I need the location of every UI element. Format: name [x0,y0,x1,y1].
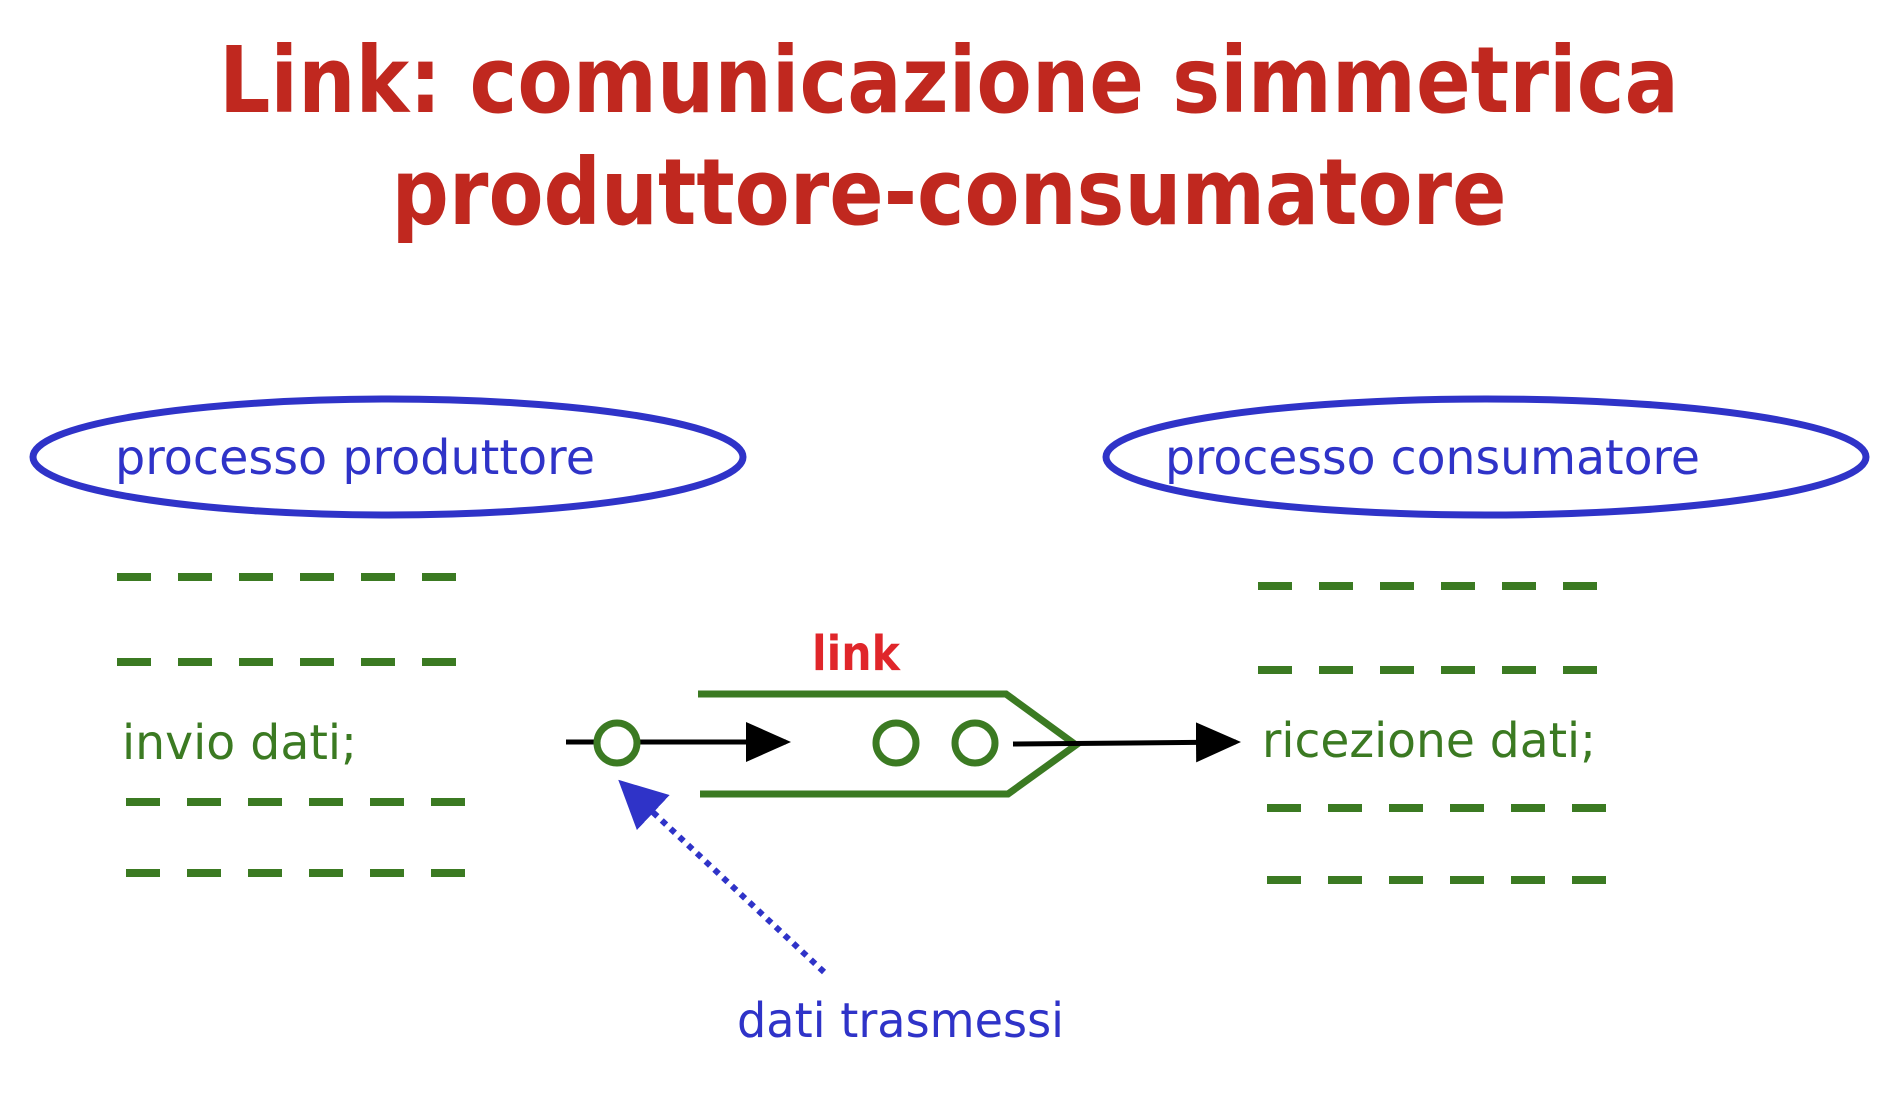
consumer-statement: ricezione dati; [1262,713,1596,769]
message-circle-queued [951,719,999,767]
producer-label: processo produttore [115,430,595,486]
consumer-ellipse [1102,395,1870,519]
message-circle-queued [872,719,920,767]
caption-transmitted-data: dati trasmessi [737,993,1064,1049]
title-line-2: produttore-consumatore [392,139,1507,246]
message-circle-sent [593,719,641,767]
receive-arrow [1012,722,1241,763]
data-pointer-arrow [618,779,827,975]
consumer-label: processo consumatore [1165,430,1700,486]
title-line-1: Link: comunicazione simmetrica [219,27,1679,134]
producer-statement: invio dati; [122,715,357,771]
producer-ellipse [29,395,747,519]
link-label: link [812,626,901,682]
